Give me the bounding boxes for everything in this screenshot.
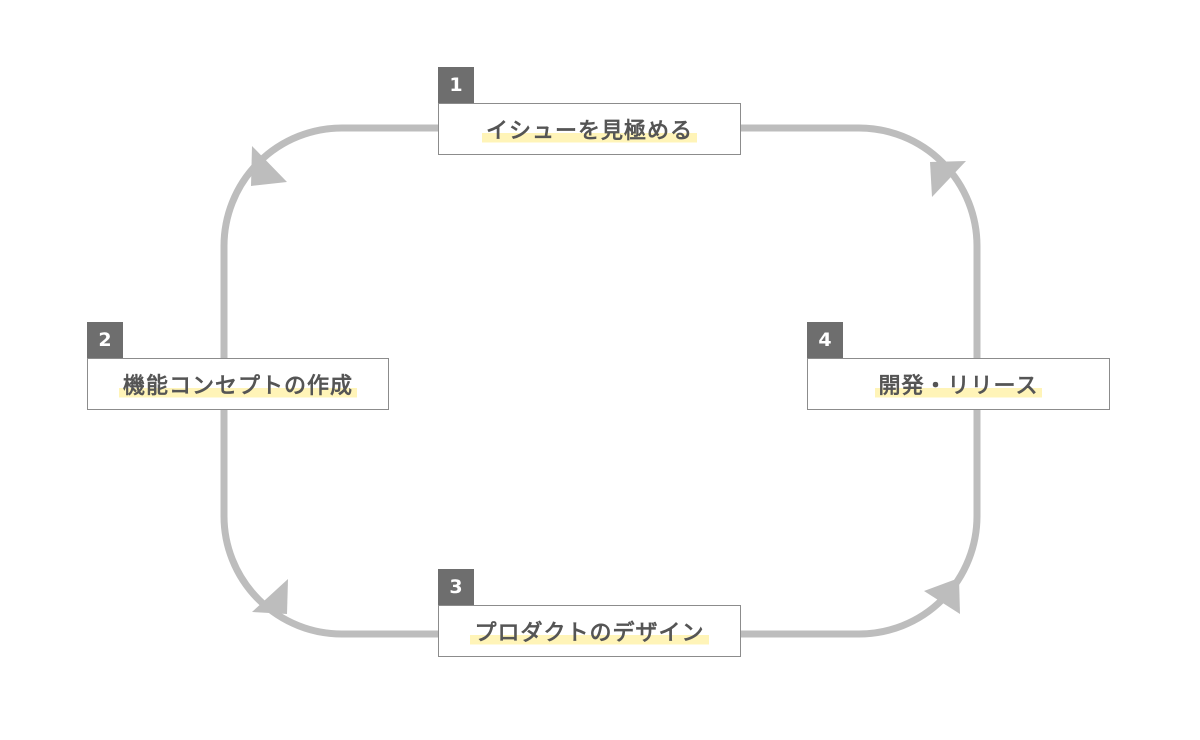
step-2-number: 2 <box>87 322 123 358</box>
arrow-bottom-left <box>252 579 288 614</box>
step-4-label: 開発・リリース <box>874 368 1043 400</box>
step-4-box: 開発・リリース <box>807 358 1110 410</box>
step-4-number: 4 <box>807 322 843 358</box>
arrow-bottom-right <box>924 578 960 614</box>
arrow-top-right <box>930 161 966 197</box>
step-1-number: 1 <box>438 67 474 103</box>
step-3-label: プロダクトのデザイン <box>470 615 709 647</box>
step-1-box: イシューを見極める <box>438 103 741 155</box>
step-2-box: 機能コンセプトの作成 <box>87 358 389 410</box>
step-3-box: プロダクトのデザイン <box>438 605 741 657</box>
step-2-label: 機能コンセプトの作成 <box>118 368 357 400</box>
step-1-label: イシューを見極める <box>481 113 697 145</box>
step-3-number: 3 <box>438 569 474 605</box>
arrow-top-left <box>251 146 287 186</box>
